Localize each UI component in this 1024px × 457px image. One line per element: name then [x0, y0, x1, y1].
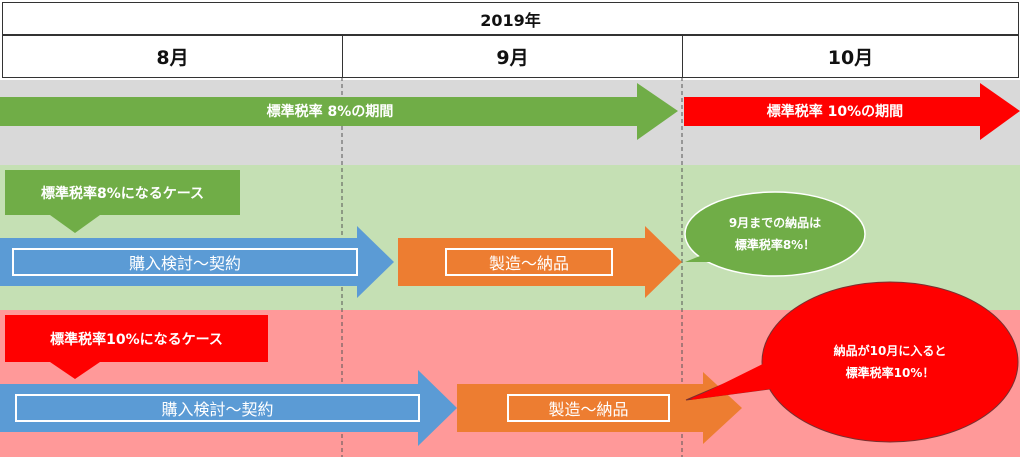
- case-10-note-line1: 納品が10月に入ると: [833, 344, 947, 358]
- case-8-step1-arrow: [0, 226, 394, 298]
- case-10-title: 標準税率10%になるケース: [50, 332, 223, 348]
- rate8-period-label: 標準税率 8%の期間: [266, 104, 394, 120]
- case-10-step2-label: 製造～納品: [507, 394, 670, 422]
- case-10-note: 納品が10月に入ると 標準税率10%！: [790, 338, 990, 386]
- case-8-step1-label: 購入検討～契約: [12, 248, 358, 276]
- month-august: 8月: [2, 35, 343, 78]
- case-8-title-callout: [5, 170, 240, 233]
- case-10-step1-label: 購入検討～契約: [15, 394, 420, 422]
- case-10-step2-arrow: [457, 372, 742, 444]
- rate10-period-label: 標準税率 10%の期間: [766, 104, 904, 120]
- case-8-note-bubble: [684, 191, 866, 277]
- month-september: 9月: [342, 35, 683, 78]
- case-10-note-bubble: [685, 281, 1019, 443]
- month-october: 10月: [682, 35, 1019, 78]
- case-10-step1-arrow: [0, 370, 457, 446]
- case-8-note: 9月までの納品は 標準税率8%！: [690, 210, 860, 258]
- rate8-period-arrow: [0, 83, 678, 140]
- case-8-step2-label: 製造～納品: [445, 248, 613, 276]
- case-8-note-line1: 9月までの納品は: [728, 216, 822, 230]
- case-8-step2-arrow: [398, 226, 682, 298]
- case-10-title-callout: [5, 315, 268, 379]
- case-8-title: 標準税率8%になるケース: [40, 186, 205, 202]
- case-8-note-line2: 標準税率8%！: [734, 238, 816, 252]
- rate10-period-arrow: [684, 83, 1020, 140]
- year-header: 2019年: [2, 2, 1019, 35]
- case-10-note-line2: 標準税率10%！: [845, 366, 935, 380]
